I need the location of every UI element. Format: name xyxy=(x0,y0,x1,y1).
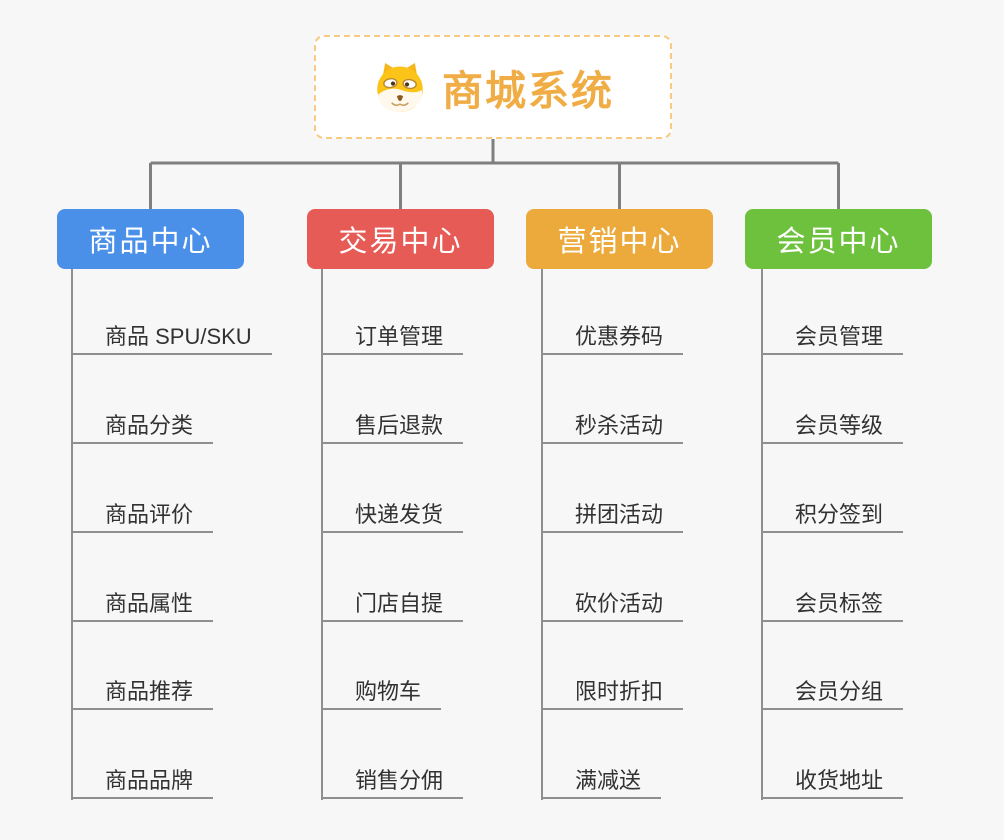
branch-label: 商品中心 xyxy=(88,226,213,258)
branch-node-trade-center[interactable]: 交易中心 xyxy=(307,209,494,269)
leaf-node[interactable]: 商品评价 xyxy=(72,498,214,533)
leaf-node[interactable]: 砍价活动 xyxy=(542,587,684,622)
leaf-node[interactable]: 购物车 xyxy=(322,675,442,710)
branch-label: 营销中心 xyxy=(557,226,682,258)
branch-label: 交易中心 xyxy=(338,226,463,258)
leaf-node[interactable]: 优惠券码 xyxy=(542,320,684,355)
branch-node-member-center[interactable]: 会员中心 xyxy=(745,209,932,269)
branch-node-product-center[interactable]: 商品中心 xyxy=(57,209,244,269)
leaf-node[interactable]: 会员管理 xyxy=(762,320,904,355)
leaf-node[interactable]: 商品品牌 xyxy=(72,764,214,799)
leaf-node[interactable]: 秒杀活动 xyxy=(542,409,684,444)
leaf-node[interactable]: 商品属性 xyxy=(72,587,214,622)
leaf-node[interactable]: 收货地址 xyxy=(762,764,904,799)
leaf-node[interactable]: 售后退款 xyxy=(322,409,464,444)
leaf-node[interactable]: 商品分类 xyxy=(72,409,214,444)
leaf-node[interactable]: 销售分佣 xyxy=(322,764,464,799)
leaf-node[interactable]: 满减送 xyxy=(542,764,662,799)
leaf-node[interactable]: 订单管理 xyxy=(322,320,464,355)
branch-node-marketing-center[interactable]: 营销中心 xyxy=(526,209,713,269)
leaf-node[interactable]: 会员等级 xyxy=(762,409,904,444)
doge-face-icon xyxy=(372,61,428,114)
leaf-node[interactable]: 拼团活动 xyxy=(542,498,684,533)
leaf-node[interactable]: 会员分组 xyxy=(762,675,904,710)
root-title: 商城系统 xyxy=(442,68,614,114)
leaf-node[interactable]: 快递发货 xyxy=(322,498,464,533)
branch-label: 会员中心 xyxy=(776,226,901,258)
leaf-node[interactable]: 门店自提 xyxy=(322,587,464,622)
tree-lines xyxy=(149,139,840,211)
root-node[interactable]: 商城系统 xyxy=(314,35,672,139)
leaf-node[interactable]: 限时折扣 xyxy=(542,675,684,710)
leaf-node[interactable]: 商品 SPU/SKU xyxy=(72,320,272,355)
leaf-node[interactable]: 积分签到 xyxy=(762,498,904,533)
leaf-node[interactable]: 会员标签 xyxy=(762,587,904,622)
leaf-node[interactable]: 商品推荐 xyxy=(72,675,214,710)
